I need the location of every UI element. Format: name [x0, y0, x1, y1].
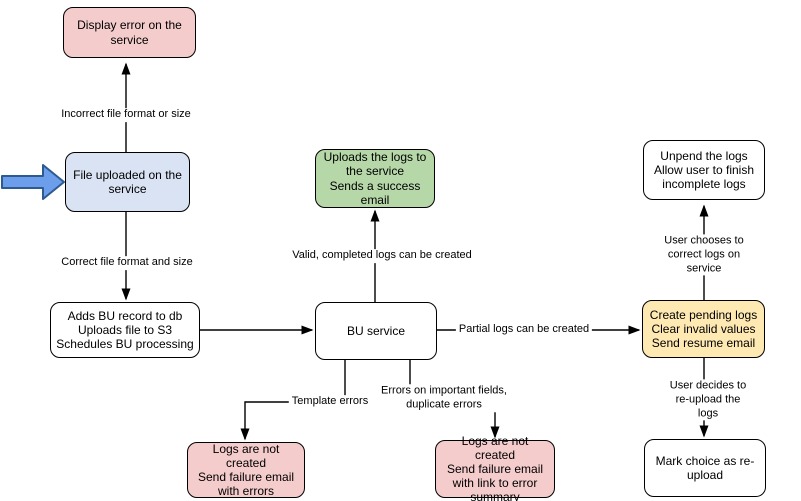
edge-label-incorrect-format: Incorrect file format or size — [58, 108, 194, 122]
node-create-pending-logs[interactable]: Create pending logs Clear invalid values… — [642, 300, 765, 358]
edge-label-partial-logs: Partial logs can be created — [455, 323, 593, 337]
edge-label-user-chooses: User chooses to correct logs on service — [655, 234, 753, 276]
edge-label-template-errors: Template errors — [288, 395, 372, 409]
node-success-email[interactable]: Uploads the logs to the service Sends a … — [315, 149, 435, 208]
node-failure-with-errors[interactable]: Logs are not created Send failure email … — [187, 442, 305, 498]
edge-label-field-errors: Errors on important fields, duplicate er… — [378, 384, 510, 412]
edge-label-valid-logs: Valid, completed logs can be created — [289, 249, 475, 263]
node-file-uploaded[interactable]: File uploaded on the service — [65, 152, 190, 212]
node-adds-bu-record[interactable]: Adds BU record to db Uploads file to S3 … — [50, 302, 200, 358]
node-bu-service[interactable]: BU service — [315, 302, 437, 360]
node-unpend-logs[interactable]: Unpend the logs Allow user to finish inc… — [643, 140, 765, 200]
node-mark-reupload[interactable]: Mark choice as re- upload — [644, 439, 766, 497]
node-failure-with-summary[interactable]: Logs are not created Send failure email … — [435, 434, 555, 501]
node-display-error[interactable]: Display error on the service — [63, 7, 196, 58]
input-pointer-arrow-icon — [1, 164, 65, 200]
edge-label-correct-format: Correct file format and size — [58, 256, 196, 270]
edge-label-user-decides: User decides to re-upload the logs — [661, 379, 755, 421]
